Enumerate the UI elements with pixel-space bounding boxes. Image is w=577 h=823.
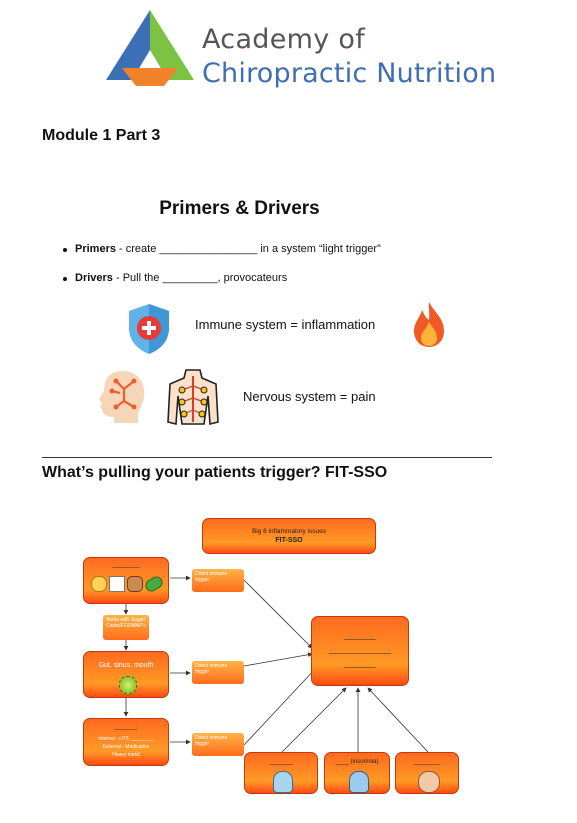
bacteria-icon: [119, 676, 137, 694]
flame-icon: [410, 300, 448, 348]
brand-name-line-2: Chiropractic Nutrition: [202, 58, 497, 89]
section-question: What’s pulling your patients trigger? FI…: [42, 464, 388, 481]
stressed-person-icon: [273, 771, 293, 793]
milk-icon: [109, 576, 125, 592]
direct-immune-trigger-3: Direct immune trigger: [192, 733, 244, 756]
slide-title: Primers & Drivers: [0, 198, 577, 220]
header-line-1: Big 6 inflammatory issues: [251, 528, 327, 535]
academy-logo-icon: [102, 8, 198, 88]
bread-icon: [91, 576, 107, 592]
shield-plus-icon: [125, 302, 173, 356]
toxin-heavy-metal: Heavy metal: [112, 752, 140, 758]
center-blank-3: ________: [344, 661, 376, 668]
module-title: Module 1 Part 3: [42, 127, 161, 144]
bullet-term: Drivers: [75, 272, 113, 284]
nervous-system-text: Nervous system = pain: [243, 389, 376, 404]
toxin-external: External - Medication: [102, 744, 150, 750]
bullet-text: - Pull the _________, provocateurs: [112, 272, 288, 284]
toxin-box-blank: ________:: [114, 725, 138, 731]
toxin-internal: Internal - LPS, ________: [98, 736, 154, 742]
bullet-primers: Primers - create ________________ in a s…: [63, 243, 381, 255]
center-blank-1: ________: [344, 633, 376, 640]
bullet-drivers: Drivers - Pull the _________, provocateu…: [63, 272, 287, 284]
direct-immune-trigger-1: Direct immune trigger: [192, 569, 244, 592]
peanut-icon: [127, 576, 143, 592]
bullet-term: Primers: [75, 243, 116, 255]
torso-nerves-icon: [164, 366, 222, 426]
bullet-dot: [63, 277, 67, 281]
soy-icon: [143, 574, 165, 594]
gut-box: Gut, sinus, mouth: [83, 651, 169, 698]
obesity-box: ________: [395, 752, 459, 794]
toxin-box: ________: Internal - LPS, ________ Exter…: [83, 718, 169, 766]
header-line-2: FIT-SSO: [275, 537, 303, 544]
bullet-text: - create ________________ in a system “l…: [115, 243, 381, 255]
slide-title-text: Primers & Drivers: [159, 198, 320, 219]
gut-box-label: Gut, sinus, mouth: [98, 662, 154, 669]
section-divider: [42, 457, 492, 458]
stress-box: _______: [244, 752, 318, 794]
feeds-with-box: feeds with Sugar/ Carbs/FODMAP's: [103, 615, 149, 640]
flowchart-header-box: Big 6 inflammatory issues FIT-SSO: [202, 518, 376, 554]
food-box-blank: ________: [112, 562, 140, 568]
obesity-box-label: ________: [413, 759, 441, 765]
obese-person-icon: [418, 771, 440, 793]
food-icons: [90, 574, 165, 594]
center-outcome-box: ________ ________________ ________: [311, 616, 409, 686]
sleep-box: ____ (insomnia): [324, 752, 390, 794]
head-neurons-icon: [94, 367, 150, 425]
bullet-dot: [63, 248, 67, 252]
direct-immune-trigger-2: Direct immune trigger: [192, 661, 244, 684]
sleep-box-label: ____ (insomnia): [335, 759, 379, 765]
brand-name-line-1: Academy of: [202, 24, 366, 55]
sleepless-person-icon: [349, 771, 369, 793]
immune-system-text: Immune system = inflammation: [195, 317, 376, 332]
center-blank-2: ________________: [328, 647, 392, 654]
food-box: ________: [83, 557, 169, 604]
stress-box-label: _______: [269, 759, 293, 765]
